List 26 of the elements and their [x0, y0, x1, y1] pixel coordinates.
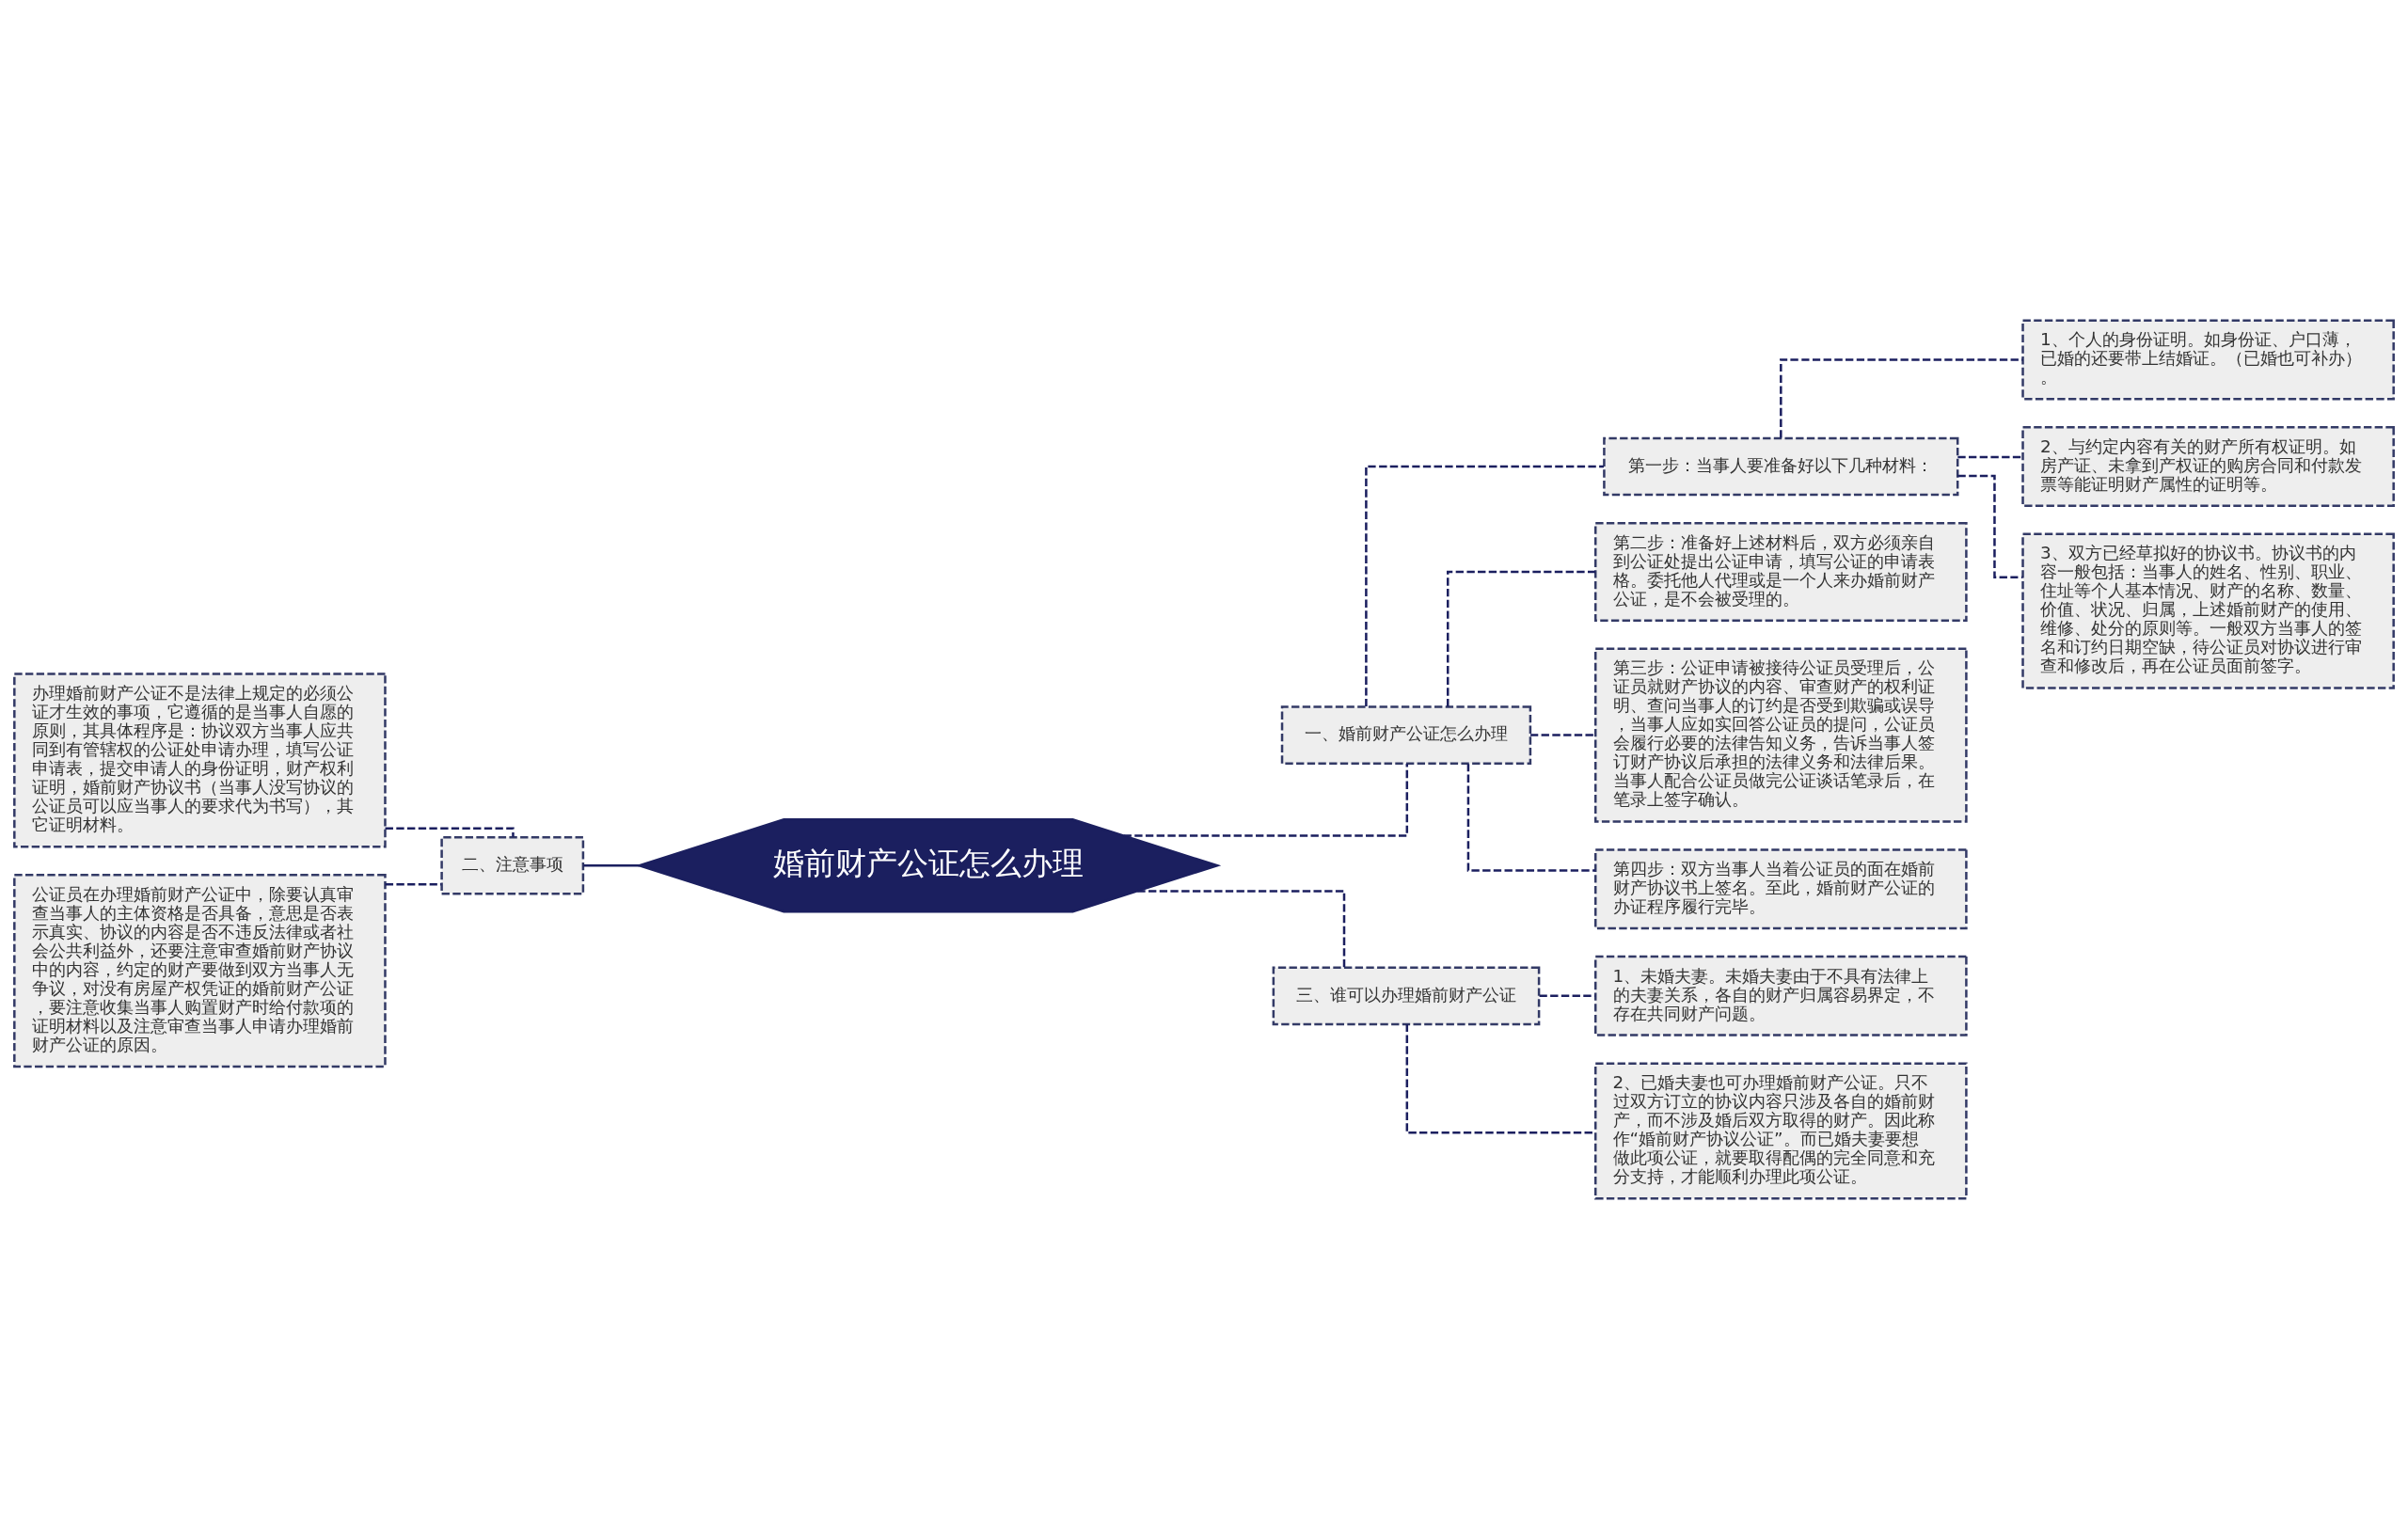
connector: [1530, 734, 1596, 736]
node-box: 公证员在办理婚前财产公证中，除要认真审查当事人的主体资格是否具备，意思是否表示真实、协议的内容是否不违反法律或者社会公共利益外，还要注意审查婚前财产协议中的内容，约定的财产要做到双方当事人无争议，对没有房屋产权凭证的婚前财产公证，要注意收集当事人购置财产时给付款项的证明材料以及注意审查当事人申请办理婚前财产公证的原因。: [13, 874, 387, 1068]
node-box: 3、双方已经草拟好的协议书。协议书的内容一般包括：当事人的姓名、性别、职业、住址等个人基本情况、财产的名称、数量、价值、状况、归属，上述婚前财产的使用、维修、处分的原则等。一般双方当事人的签名和订约日期空缺，待公证员对协议进行审查和修改后，再在公证员面前签字。: [2021, 532, 2395, 689]
node-box: 三、谁可以办理婚前财产公证: [1272, 966, 1541, 1026]
connector: [1957, 455, 2023, 459]
node-box: 第四步：双方当事人当着公证员的面在婚前财产协议书上签名。至此，婚前财产公证的办证程序履行完毕。: [1593, 848, 1968, 930]
connector: [583, 864, 640, 867]
connector: [1137, 890, 1346, 968]
node-box: 第二步：准备好上述材料后，双方必须亲自到公证处提出公证申请，填写公证的申请表格。委托他人代理或是一个人来办婚前财产公证，是不会被受理的。: [1593, 521, 1968, 622]
node-box: 2、与约定内容有关的财产所有权证明。如房产证、未拿到产权证的购房合同和付款发票等能证明财产属性的证明等。: [2021, 426, 2395, 507]
connector: [1405, 1024, 1595, 1134]
node-box: 1、个人的身份证明。如身份证、户口薄，已婚的还要带上结婚证。（已婚也可补办）。: [2021, 319, 2395, 401]
node-box: 2、已婚夫妻也可办理婚前财产公证。只不过双方订立的协议内容只涉及各自的婚前财产，而不涉及婚后双方取得的财产。因此称作“婚前财产协议公证”。而已婚夫妻要想做此项公证，就要取得配偶的完全同意和充分支持，才能顺利办理此项公证。: [1593, 1062, 1968, 1200]
connector: [385, 883, 442, 886]
node-box: 第三步：公证申请被接待公证员受理后，公证员就财产协议的内容、审查财产的权利证明、查问当事人的订约是否受到欺骗或误导，当事人应如实回答公证员的提问，公证员会履行必要的法律告知义务，告诉当事人签订财产协议后承担的法律义务和法律后果。当事人配合公证员做完公证谈话笔录后，在笔录上签字确认。: [1593, 647, 1968, 823]
connector: [1365, 465, 1605, 707]
node-box: 第一步：当事人要准备好以下几种材料：: [1603, 436, 1959, 497]
connector: [1446, 570, 1596, 707]
node-box: 办理婚前财产公证不是法律上规定的必须公证才生效的事项，它遵循的是当事人自愿的原则，其具体程序是：协议双方当事人应共同到有管辖权的公证处申请办理，填写公证申请表，提交申请人的身份证明，财产权利证明，婚前财产协议书（当事人没写协议的公证员可以应当事人的要求代为书写），其它证明材料。: [13, 672, 387, 848]
connector: [1466, 764, 1596, 872]
connector: [1539, 994, 1595, 998]
node-box: 二、注意事项: [440, 835, 585, 895]
node-box: 一、婚前财产公证怎么办理: [1280, 705, 1532, 765]
node-box: 1、未婚夫妻。未婚夫妻由于不具有法律上的夫妻关系，各自的财产归属容易界定，不存在共同财产问题。: [1593, 955, 1968, 1036]
connector: [1123, 763, 1409, 837]
connector: [1780, 358, 2023, 438]
